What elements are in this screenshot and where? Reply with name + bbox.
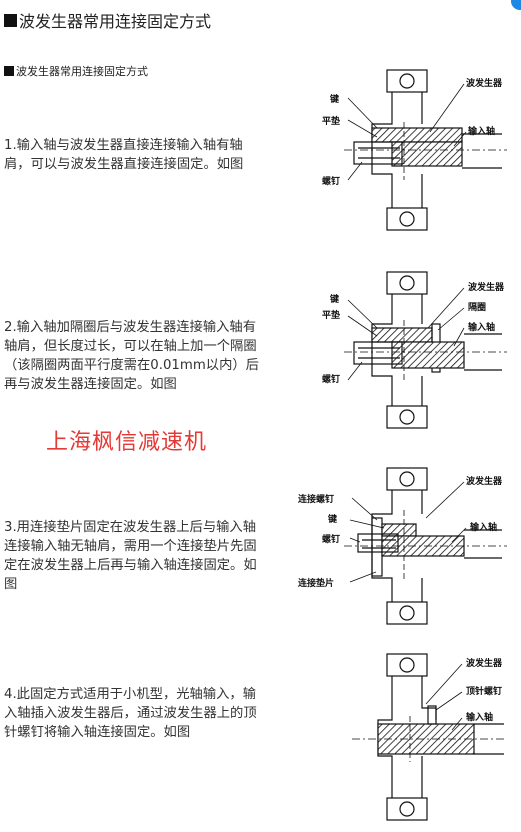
section-heading-text: 波发生器常用连接固定方式: [16, 65, 148, 78]
label-connection-screw: 连接螺钉: [298, 493, 334, 505]
label-wave-generator: 波发生器: [466, 475, 503, 487]
watermark-text: 上海枫信减速机: [46, 430, 208, 455]
square-bullet-icon: [4, 66, 14, 76]
figure-3-diagram: 连接螺钉 键 螺钉 波发生器 输入轴 连接垫片: [298, 467, 507, 625]
label-washer: 平垫: [322, 115, 340, 127]
label-spacer: 隔圈: [468, 301, 486, 313]
label-connection-pad: 连接垫片: [298, 577, 334, 589]
square-bullet-icon: [4, 13, 17, 27]
figure-1-diagram: 键 平垫 螺钉 波发生器 输入轴: [322, 69, 507, 231]
page-title-text: 波发生器常用连接固定方式: [19, 12, 212, 31]
corner-badge: [511, 0, 521, 10]
label-washer: 平垫: [322, 309, 340, 321]
section-heading: 波发生器常用连接固定方式: [4, 63, 148, 79]
bearing-bottom: [386, 207, 428, 231]
method-3-text: 3.用连接垫片固定在波发生器上后与输入轴连接输入轴无轴肩，需用一个连接垫片先固定…: [4, 520, 257, 592]
label-input-shaft: 输入轴: [468, 321, 495, 333]
label-wave-generator: 波发生器: [468, 281, 505, 293]
label-screw: 螺钉: [322, 175, 340, 187]
method-1-text: 1.输入轴与波发生器直接连接输入轴有轴肩，可以与波发生器直接连接固定。如图: [4, 138, 244, 172]
bearing-top: [386, 69, 428, 93]
label-key: 键: [327, 513, 338, 525]
label-input-shaft: 输入轴: [470, 521, 497, 533]
label-wave-generator: 波发生器: [466, 657, 503, 669]
figure-4-diagram: 波发生器 顶针螺钉 输入轴: [352, 653, 507, 821]
label-wave-generator: 波发生器: [466, 77, 503, 89]
label-input-shaft: 输入轴: [468, 125, 495, 137]
label-screw: 螺钉: [322, 533, 340, 545]
figure-2-diagram: 键 平垫 螺钉 波发生器 隔圈 输入轴: [322, 271, 507, 429]
method-2-text: 2.输入轴加隔圈后与波发生器连接输入轴有轴肩，但长度过长，可以在轴上加一个隔圈（…: [4, 320, 259, 392]
label-set-screw: 顶针螺钉: [466, 685, 502, 697]
page-title: 波发生器常用连接固定方式: [4, 8, 211, 32]
method-4-text: 4.此固定方式适用于小机型，光轴输入，输入轴插入波发生器后，通过波发生器上的顶针…: [4, 687, 257, 740]
label-screw: 螺钉: [322, 373, 340, 385]
label-key: 键: [329, 293, 340, 305]
label-input-shaft: 输入轴: [466, 711, 493, 723]
label-key: 键: [329, 93, 340, 105]
